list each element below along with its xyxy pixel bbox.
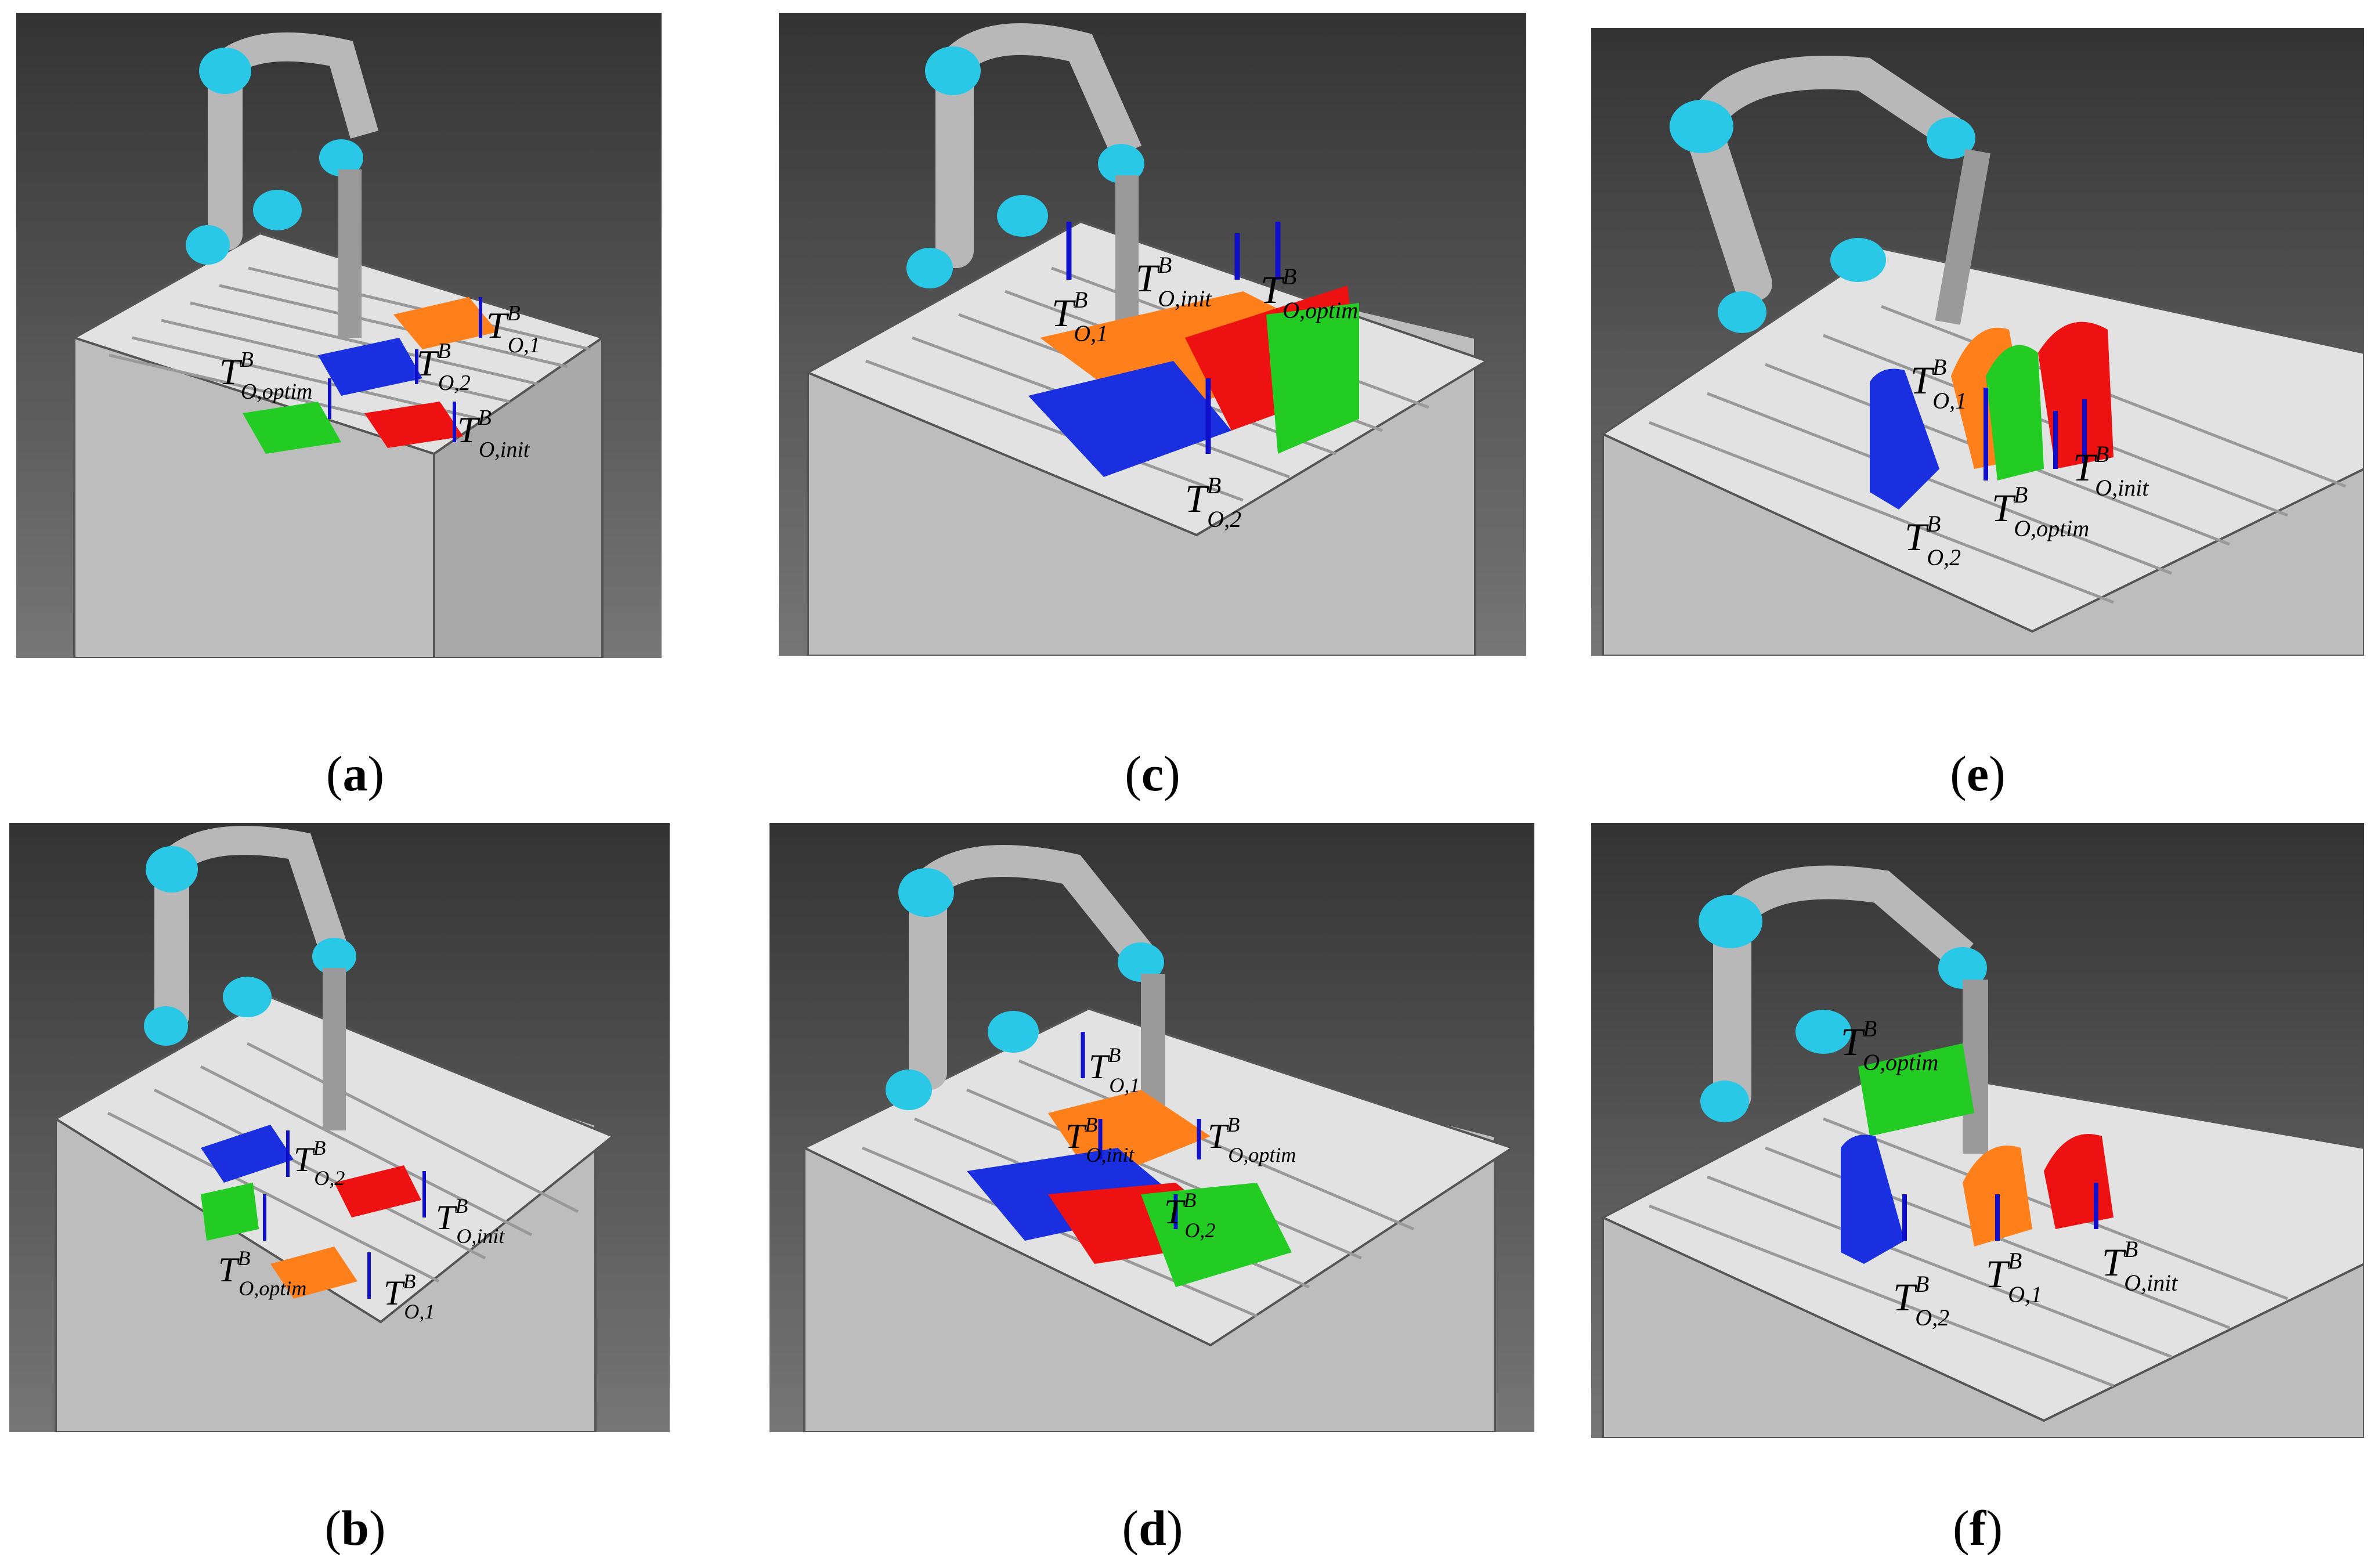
caption-c: (c) <box>1125 746 1180 801</box>
caption-d: (d) <box>1122 1500 1183 1556</box>
caption-e: (e) <box>1950 746 2006 801</box>
caption-f: (f) <box>1953 1500 2003 1556</box>
caption-a: (a) <box>326 746 385 801</box>
caption-b: (b) <box>324 1500 386 1556</box>
